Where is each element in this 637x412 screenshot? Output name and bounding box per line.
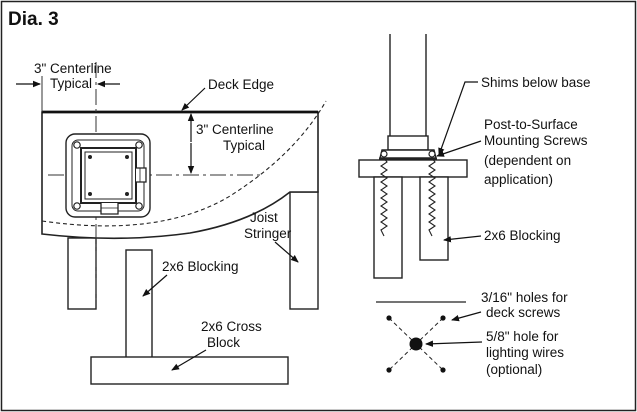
side-view: Shims below base Post-to-Surface Mountin…	[358, 34, 591, 279]
base-plate	[379, 149, 437, 159]
centerline-top-label-2: Typical	[50, 76, 92, 91]
screws-label-2: Mounting Screws	[484, 133, 588, 148]
cross-block-label-2: Block	[207, 335, 240, 350]
hole-detail: 3/16" holes for deck screws 5/8" hole fo…	[376, 290, 568, 377]
deck-board	[358, 159, 468, 178]
screws-label-1: Post-to-Surface	[484, 117, 578, 132]
side-blocking-label: 2x6 Blocking	[484, 228, 561, 243]
left-joist-leg	[67, 237, 97, 310]
deck-edge-leader	[181, 87, 206, 111]
wire-hole-label-3: (optional)	[486, 362, 542, 377]
top-view: 3" Centerline Typical Deck Edge 3" Cente…	[16, 61, 327, 385]
centerline-right-label-1: 3" Centerline	[196, 122, 274, 137]
centerline-top-label-1: 3" Centerline	[34, 61, 112, 76]
wire-hole-label-1: 5/8" hole for	[486, 329, 559, 344]
deck-screw-hole-4	[440, 367, 446, 373]
screw-right	[428, 157, 436, 237]
screws-label-4: application)	[484, 172, 553, 187]
deck-screw-holes-label-1: 3/16" holes for	[481, 290, 568, 305]
shims-label: Shims below base	[481, 75, 591, 90]
shims-leader	[438, 81, 478, 156]
deck-screw-holes-leader	[451, 311, 482, 322]
shim	[379, 157, 437, 160]
screw-head-right	[428, 150, 436, 158]
wire-hole-leader	[425, 340, 483, 347]
deck-screw-hole-2	[440, 315, 446, 321]
wire-hole	[409, 337, 423, 351]
side-blocking-leader	[443, 235, 482, 243]
cross-block	[90, 356, 289, 385]
blocking-leader	[142, 274, 168, 297]
cross-block-leader	[171, 349, 207, 371]
cross-block-label-1: 2x6 Cross	[201, 319, 262, 334]
screw-left	[380, 157, 388, 237]
screws-label-3: (dependent on	[484, 153, 571, 168]
screws-leader	[436, 140, 482, 157]
post-base	[65, 133, 151, 218]
deck-screw-hole-1	[386, 315, 392, 321]
centerline-right-label-2: Typical	[223, 138, 265, 153]
stringer-label: Stringer	[244, 226, 292, 241]
screw-head-left	[380, 150, 388, 158]
wire-hole-label-2: lighting wires	[486, 345, 564, 360]
deck-screw-hole-3	[386, 367, 392, 373]
post-sleeve	[387, 135, 429, 151]
joist-label: Joist	[250, 210, 278, 225]
joist-stringer-leader	[274, 241, 299, 263]
blocking-leg	[125, 249, 153, 361]
deck-screw-holes-label-2: deck screws	[486, 305, 561, 320]
blocking-label: 2x6 Blocking	[162, 259, 239, 274]
stringer-leg	[289, 191, 319, 310]
side-blocking-left	[373, 176, 403, 279]
deck-edge-label: Deck Edge	[208, 77, 274, 92]
diagram-title: Dia. 3	[8, 9, 59, 30]
